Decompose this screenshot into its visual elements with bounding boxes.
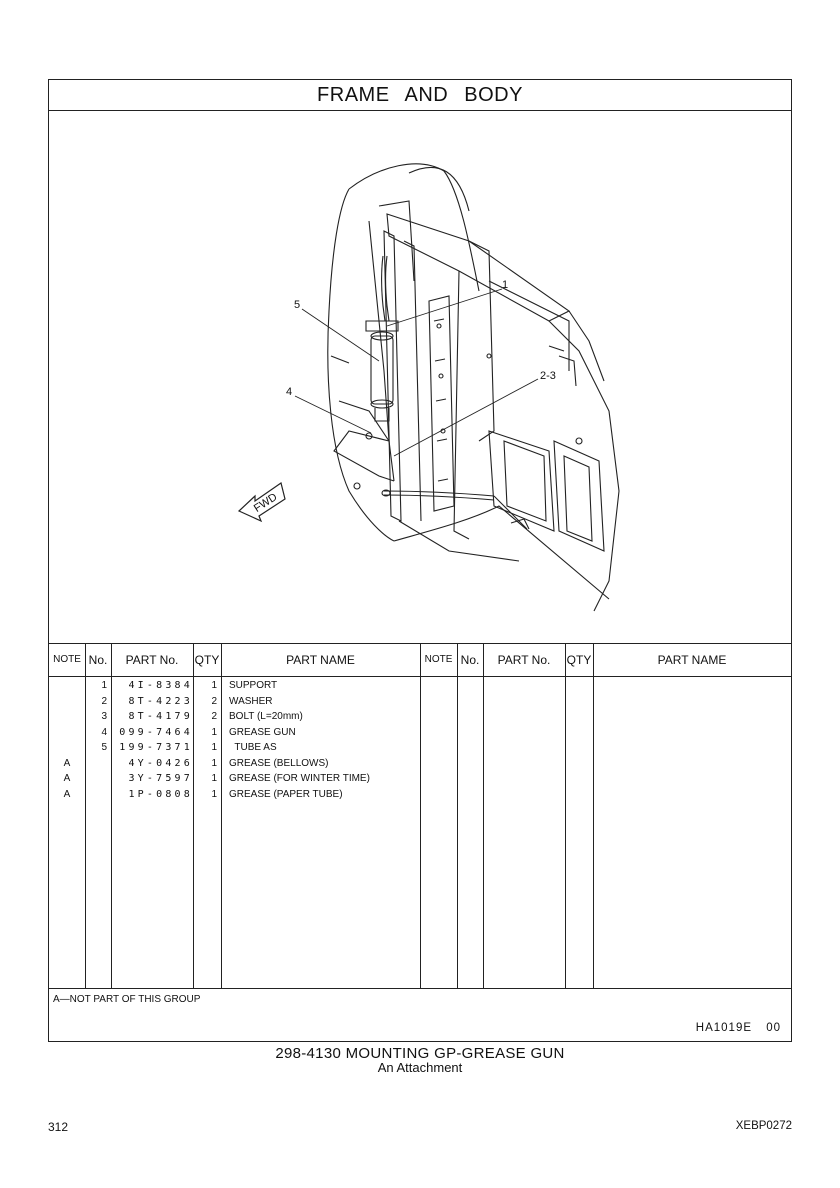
row-number: 5 [101, 742, 107, 753]
table-row: A 1P-0808 1 GREASE (PAPER TUBE) [49, 787, 420, 803]
table-row: 4 099-7464 1 GREASE GUN [49, 725, 420, 741]
column-divider [420, 644, 421, 988]
table-row: A 3Y-7597 1 GREASE (FOR WINTER TIME) [49, 771, 420, 787]
row-note: A [63, 773, 71, 784]
row-number: 3 [101, 711, 107, 722]
column-divider [565, 644, 566, 988]
illustration-svg: 1 5 2-3 4 FWD [237, 163, 620, 612]
column-divider [221, 644, 222, 988]
row-qty: 1 [211, 788, 217, 800]
row-part-number: 8T-4179 [128, 711, 193, 722]
callout-2-3: 2-3 [540, 370, 556, 382]
row-part-number: 3Y-7597 [128, 773, 193, 784]
leader-line-1 [386, 288, 503, 327]
row-qty: 1 [211, 742, 217, 753]
assembly-caption: 298-4130 MOUNTING GP-GREASE GUN [275, 1045, 565, 1062]
table-row: A 4Y-0426 1 GREASE (BELLOWS) [49, 756, 420, 772]
row-qty: 1 [211, 773, 217, 784]
callout-1: 1 [502, 279, 508, 291]
parts-page-frame: FRAME AND BODY [48, 79, 792, 1042]
row-qty: 1 [211, 757, 217, 769]
document-code: XEBP0272 [735, 1120, 792, 1132]
leader-line-5 [301, 308, 380, 362]
header-no-right: No. [460, 653, 480, 667]
row-qty: 2 [211, 711, 217, 722]
row-part-number: 4Y-0426 [128, 757, 193, 769]
parts-list-table: NOTE No. PART No. QTY PART NAME NOTE No.… [49, 643, 791, 989]
row-part-name: BOLT (L=20mm) [229, 711, 303, 722]
table-row: 1 4I-8384 1 SUPPORT [49, 678, 420, 694]
row-part-number: 099-7464 [119, 726, 193, 738]
row-note: A [63, 788, 71, 800]
row-part-name: GREASE GUN [229, 726, 296, 738]
table-row: 5 199-7371 1 TUBE AS [49, 740, 420, 756]
callout-5: 5 [294, 299, 300, 311]
row-part-number: 199-7371 [119, 742, 193, 753]
row-qty: 1 [211, 680, 217, 691]
column-divider [457, 644, 458, 988]
exploded-view-illustration: 1 5 2-3 4 FWD [49, 111, 791, 643]
header-partname-right: PART NAME [657, 653, 727, 667]
row-part-name: GREASE (BELLOWS) [229, 757, 329, 769]
column-divider [593, 644, 594, 988]
header-no-left: No. [88, 653, 108, 667]
table-row: 3 8T-4179 2 BOLT (L=20mm) [49, 709, 420, 725]
column-divider [483, 644, 484, 988]
row-part-name: GREASE (PAPER TUBE) [229, 788, 343, 800]
page-number: 312 [48, 1120, 69, 1134]
page-title-text: FRAME AND BODY [317, 84, 523, 106]
row-part-name: SUPPORT [229, 680, 278, 691]
row-number: 1 [101, 680, 107, 691]
column-divider [193, 644, 194, 988]
row-part-name: WASHER [229, 695, 273, 707]
column-divider [111, 644, 112, 988]
row-qty: 1 [211, 726, 217, 738]
group-footnote: A—NOT PART OF THIS GROUP [53, 994, 201, 1005]
header-note-right: NOTE [424, 654, 453, 665]
header-partno-left: PART No. [125, 653, 179, 667]
header-note-left: NOTE [53, 654, 81, 665]
page-title: FRAME AND BODY [49, 80, 791, 111]
row-qty: 2 [211, 695, 217, 707]
row-part-number: 8T-4223 [128, 695, 193, 707]
table-row: 2 8T-4223 2 WASHER [49, 694, 420, 710]
header-qty-right: QTY [566, 653, 592, 667]
leader-line-4 [294, 395, 372, 434]
column-divider [85, 644, 86, 988]
header-partname-left: PART NAME [286, 653, 355, 667]
row-part-number: 1P-0808 [128, 788, 193, 800]
header-qty-left: QTY [194, 653, 220, 667]
illustration-ref-code: HA1019E 00 [695, 1022, 781, 1034]
row-part-name: TUBE AS [229, 742, 277, 753]
callout-4: 4 [286, 386, 292, 398]
row-note: A [63, 757, 71, 769]
row-part-number: 4I-8384 [128, 680, 193, 691]
header-partno-right: PART No. [497, 653, 551, 667]
row-part-name: GREASE (FOR WINTER TIME) [229, 773, 370, 784]
assembly-subcaption: An Attachment [377, 1060, 463, 1075]
fwd-arrow-icon: FWD [237, 482, 286, 523]
row-number: 2 [101, 695, 107, 707]
row-number: 4 [101, 726, 107, 738]
leader-line-2-3 [393, 378, 539, 457]
